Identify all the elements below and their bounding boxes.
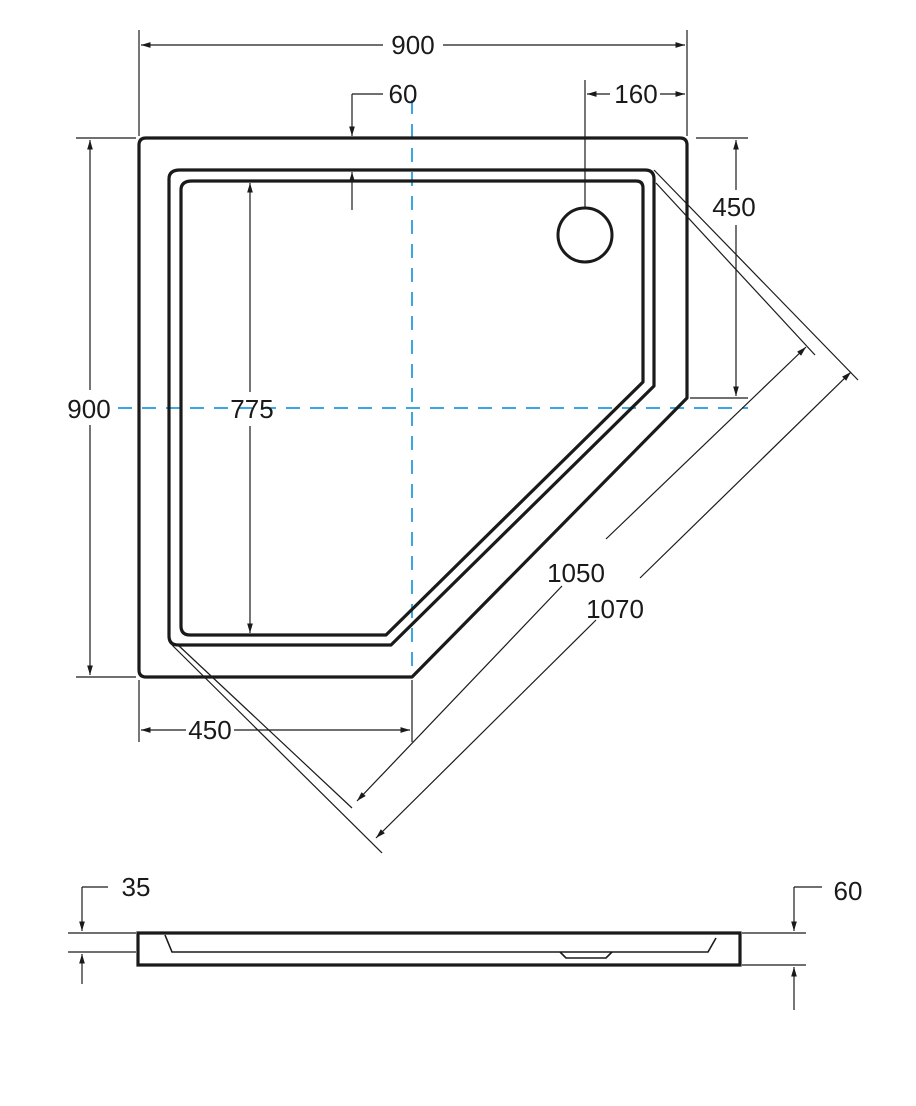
- section-basin-line: [164, 934, 717, 953]
- section-view: 35 60: [68, 872, 862, 1010]
- dimension-overall-depth: 900: [67, 137, 136, 678]
- front-inner-label: 1050: [547, 558, 605, 588]
- overall-depth-label: 900: [67, 394, 110, 424]
- tray-rim-outline: [167, 168, 656, 647]
- right-height-label: 60: [834, 876, 863, 906]
- front-outer-label: 1070: [586, 594, 644, 624]
- dimension-drain-offset: 160: [587, 79, 685, 109]
- dimension-side-bottom: 450: [138, 680, 413, 745]
- tray-outer-outline: [137, 136, 689, 679]
- dimension-side-right: 450: [690, 137, 756, 399]
- section-drain: [559, 951, 613, 959]
- dimension-inner-depth: 775: [230, 183, 274, 633]
- side-bottom-label: 450: [188, 715, 231, 745]
- dimension-right-height: 60: [742, 876, 862, 1010]
- dimension-front-inner: 1050: [177, 182, 816, 809]
- drain-offset-label: 160: [614, 79, 657, 109]
- drain-circle: [556, 206, 614, 264]
- overall-width-label: 900: [391, 30, 434, 60]
- side-right-label: 450: [712, 192, 755, 222]
- dimension-left-height: 35: [68, 872, 150, 984]
- plan-view: 900 60 160 450 900: [67, 30, 859, 854]
- left-height-label: 35: [122, 872, 151, 902]
- dimension-front-outer: 1070: [171, 169, 859, 854]
- dimension-rim-width: 60: [349, 79, 418, 210]
- tray-basin-outline: [179, 179, 645, 637]
- dimension-overall-width: 900: [138, 30, 688, 136]
- rim-width-label: 60: [389, 79, 418, 109]
- section-tray-outline: [136, 931, 742, 967]
- inner-depth-label: 775: [230, 394, 273, 424]
